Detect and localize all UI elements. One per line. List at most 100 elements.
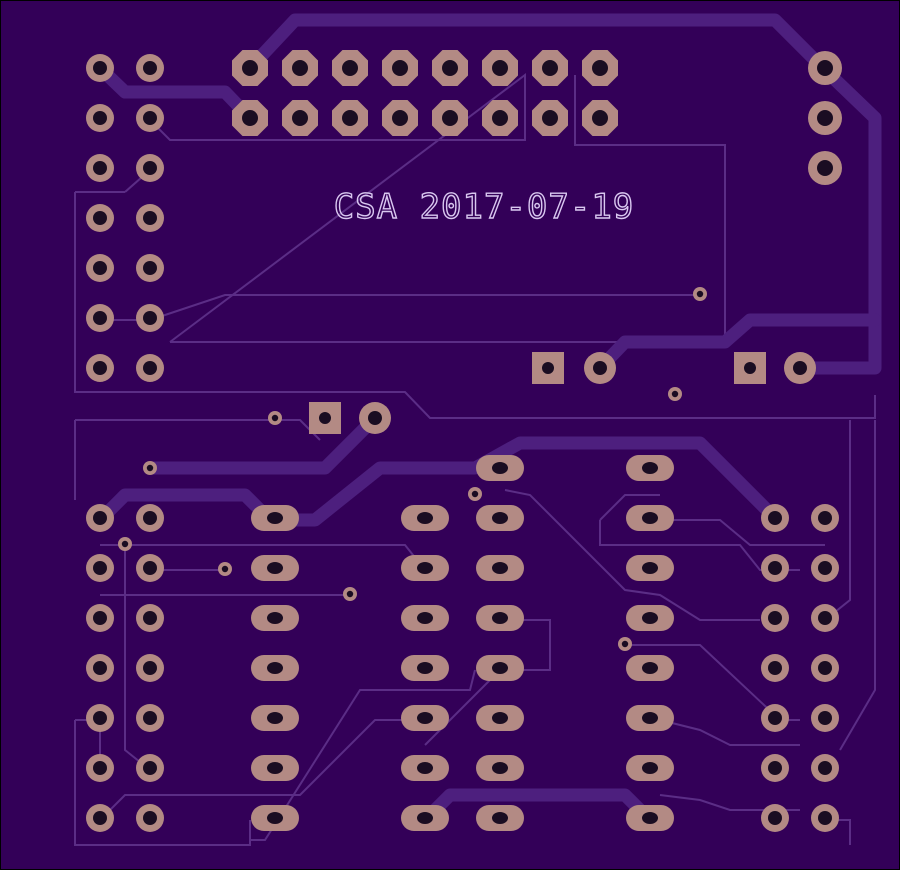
vias [118,287,707,651]
trace-thin-15 [99,719,425,821]
round-pad-hole-1 [93,61,107,75]
oct-pad-hole-27 [542,60,558,76]
oct-pad-hole-28 [542,110,558,126]
oct-pad-hole-18 [292,110,308,126]
oct-pad-hole-21 [392,60,408,76]
oval-pad-hole-73 [417,612,433,624]
round-pad-hole-14 [143,361,157,375]
via-hole-7 [221,565,229,573]
oct-pad-hole-15 [242,60,258,76]
oval-pad-hole-79 [417,762,433,774]
round-pad-hole-54 [768,511,782,525]
oval-pad-hole-86 [492,562,508,574]
oct-pad-hole-24 [442,110,458,126]
round-pad-hole-66 [768,811,782,825]
via-hole-2 [671,390,679,398]
square-pad-hole-36 [744,362,756,374]
trace-thin-7 [170,75,726,343]
round-pad-hole-44 [93,611,107,625]
oval-pad-hole-82 [492,462,508,474]
via-hole-4 [146,464,154,472]
oval-pad-hole-84 [492,512,508,524]
square-pad-hole-38 [319,412,331,424]
oct-pad-hole-17 [292,60,308,76]
oct-pad-hole-25 [492,60,508,76]
oval-pad-hole-92 [492,712,508,724]
oval-pad-hole-81 [417,812,433,824]
trace-thin-21 [659,719,800,746]
round-pad-hole-56 [768,561,782,575]
round-pad-hole-62 [768,711,782,725]
oct-pad-hole-16 [242,110,258,126]
round-pad-hole-6 [143,161,157,175]
via-hole-9 [621,640,629,648]
round-pad-hole-37 [793,361,807,375]
round-pad-hole-52 [93,811,107,825]
round-pad-hole-67 [818,811,832,825]
trace-thin-23 [839,420,876,751]
round-pad-hole-60 [768,661,782,675]
round-pad-hole-33 [817,160,833,176]
round-pad-hole-57 [818,561,832,575]
oval-pad-hole-77 [417,712,433,724]
trace-thin-4 [149,294,700,321]
oct-pad-hole-20 [342,110,358,126]
via-hole-1 [696,290,704,298]
oval-pad-hole-75 [417,662,433,674]
board-label: CSA 2017-07-19 [334,187,635,227]
oval-pad-hole-87 [642,562,658,574]
trace-thin-13 [250,669,476,841]
round-pad-hole-47 [143,661,157,675]
round-pad-hole-5 [93,161,107,175]
oval-pad-hole-69 [417,512,433,524]
oval-pad-hole-80 [267,812,283,824]
trace-thick-3 [793,63,882,375]
via-hole-6 [121,540,129,548]
oct-pad-hole-23 [442,60,458,76]
trace-thin-17 [504,489,760,621]
round-pad-hole-65 [818,761,832,775]
round-pad-hole-9 [93,261,107,275]
trace-thin-19 [660,519,825,546]
round-pad-hole-7 [93,211,107,225]
oval-pad-hole-89 [642,612,658,624]
round-pad-hole-49 [143,711,157,725]
trace-thin-1 [74,192,876,419]
round-pad-hole-4 [143,111,157,125]
oval-pad-hole-94 [492,762,508,774]
round-pad-hole-10 [143,261,157,275]
round-pad-hole-2 [143,61,157,75]
trace-thin-20 [625,644,800,721]
via-hole-5 [471,490,479,498]
round-pad-hole-64 [768,761,782,775]
round-pad-hole-48 [93,711,107,725]
oct-pad-hole-22 [392,110,408,126]
trace-thin-6 [149,72,526,343]
round-pad-hole-32 [817,110,833,126]
oct-pad-hole-29 [592,60,608,76]
trace-thick-5 [143,411,382,475]
round-pad-hole-12 [143,311,157,325]
round-pad-hole-61 [818,661,832,675]
oval-pad-hole-97 [642,812,658,824]
round-pad-hole-55 [818,511,832,525]
oval-pad-hole-85 [642,512,658,524]
round-pad-hole-11 [93,311,107,325]
round-pad-hole-8 [143,211,157,225]
oct-pad-hole-26 [492,110,508,126]
round-pad-hole-50 [93,761,107,775]
round-pad-hole-45 [143,611,157,625]
oval-pad-hole-88 [492,612,508,624]
round-pad-hole-59 [818,611,832,625]
round-pad-hole-53 [143,811,157,825]
round-pad-hole-41 [143,511,157,525]
round-pad-hole-42 [93,561,107,575]
round-pad-hole-58 [768,611,782,625]
oval-pad-hole-83 [642,462,658,474]
oval-pad-hole-90 [492,662,508,674]
oval-pad-hole-76 [267,712,283,724]
round-pad-hole-46 [93,661,107,675]
square-pad-hole-34 [542,362,554,374]
trace-thin-16 [424,619,551,746]
